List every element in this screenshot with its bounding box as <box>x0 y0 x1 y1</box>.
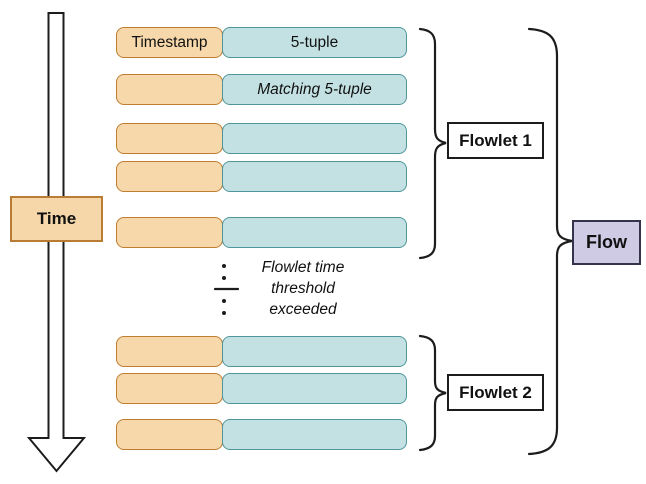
packet-row <box>116 336 407 367</box>
threshold-dotted-line <box>213 264 240 315</box>
timestamp-label: Timestamp <box>131 33 208 51</box>
tuple-cell: 5-tuple <box>222 27 407 58</box>
tuple-label: 5-tuple <box>290 33 339 51</box>
matching-tuple-label: Matching 5-tuple <box>257 80 372 98</box>
tuple-cell <box>222 217 407 248</box>
packet-row <box>116 373 407 404</box>
tuple-cell <box>222 161 407 192</box>
flowlet1-label: Flowlet 1 <box>459 130 532 150</box>
timestamp-cell: Timestamp <box>116 27 223 58</box>
packet-row <box>116 123 407 154</box>
threshold-note: Flowlet time threshold exceeded <box>237 257 369 320</box>
packet-row <box>116 419 407 450</box>
timestamp-cell <box>116 123 223 154</box>
time-arrow <box>26 12 87 473</box>
timestamp-cell <box>116 419 223 450</box>
flowlet1-brace <box>418 27 447 260</box>
threshold-note-line: Flowlet time <box>261 259 345 276</box>
flowlet2-label-box: Flowlet 2 <box>447 374 544 411</box>
time-axis-label: Time <box>10 196 103 242</box>
flow-label-box: Flow <box>572 220 641 265</box>
flow-label: Flow <box>586 232 627 252</box>
threshold-note-line: threshold <box>271 280 335 297</box>
flowlet1-label-box: Flowlet 1 <box>447 122 544 159</box>
threshold-note-line: exceeded <box>269 301 337 318</box>
timestamp-cell <box>116 373 223 404</box>
timestamp-cell <box>116 161 223 192</box>
tuple-cell: Matching 5-tuple <box>222 74 407 105</box>
packet-row <box>116 161 407 192</box>
tuple-cell <box>222 419 407 450</box>
flowlet2-label: Flowlet 2 <box>459 382 532 402</box>
timestamp-cell <box>116 217 223 248</box>
tuple-cell <box>222 373 407 404</box>
timestamp-cell <box>116 74 223 105</box>
packet-row <box>116 217 407 248</box>
time-label: Time <box>36 209 77 228</box>
flowlet2-brace <box>418 334 447 452</box>
tuple-cell <box>222 123 407 154</box>
packet-row: Timestamp 5-tuple <box>116 27 407 58</box>
timestamp-cell <box>116 336 223 367</box>
tuple-cell <box>222 336 407 367</box>
packet-row: Matching 5-tuple <box>116 74 407 105</box>
